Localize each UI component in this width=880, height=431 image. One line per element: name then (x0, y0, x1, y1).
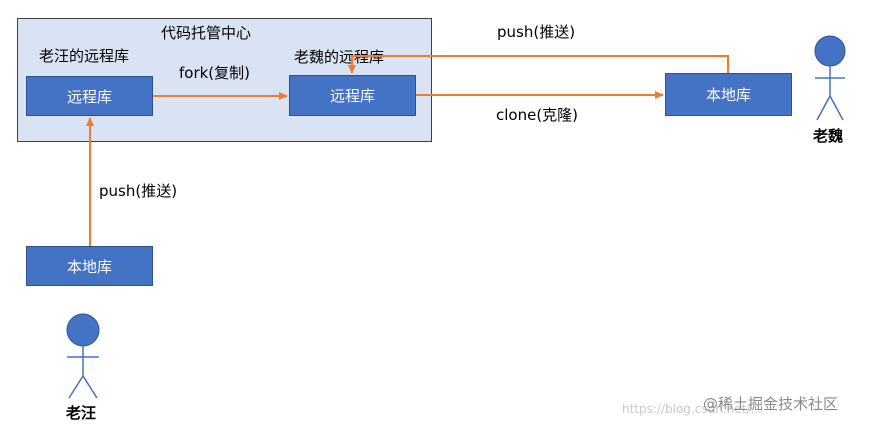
push-top-arrow (348, 55, 729, 74)
wang-local-repo-box: 本地库 (26, 246, 153, 286)
clone-label: clone(克隆) (496, 106, 579, 124)
wang-name: 老汪 (66, 404, 97, 422)
wang-remote-repo-label: 远程库 (66, 87, 112, 106)
wei-remote-repo-label: 远程库 (329, 87, 375, 105)
push-top-label: push(推送) (497, 23, 576, 41)
wei-local-repo-box: 本地库 (665, 73, 792, 116)
wang-remote-label: 老汪的远程库 (39, 47, 130, 65)
watermark: @稀土掘金技术社区 (703, 395, 839, 413)
wang-person-icon (66, 313, 100, 399)
wei-remote-repo-box: 远程库 (289, 75, 416, 116)
wei-person-icon (814, 35, 846, 121)
wei-local-repo-label: 本地库 (705, 86, 751, 104)
push-left-label: push(推送) (99, 182, 178, 200)
hub-title: 代码托管中心 (161, 24, 252, 42)
wei-name: 老魏 (813, 127, 844, 145)
fork-label: fork(复制) (179, 64, 251, 82)
wei-remote-label: 老魏的远程库 (294, 48, 385, 66)
watermark-url: https://blog.csdn.net/... (622, 402, 762, 416)
wang-local-repo-label: 本地库 (66, 257, 112, 276)
wang-remote-repo-box: 远程库 (26, 76, 153, 116)
